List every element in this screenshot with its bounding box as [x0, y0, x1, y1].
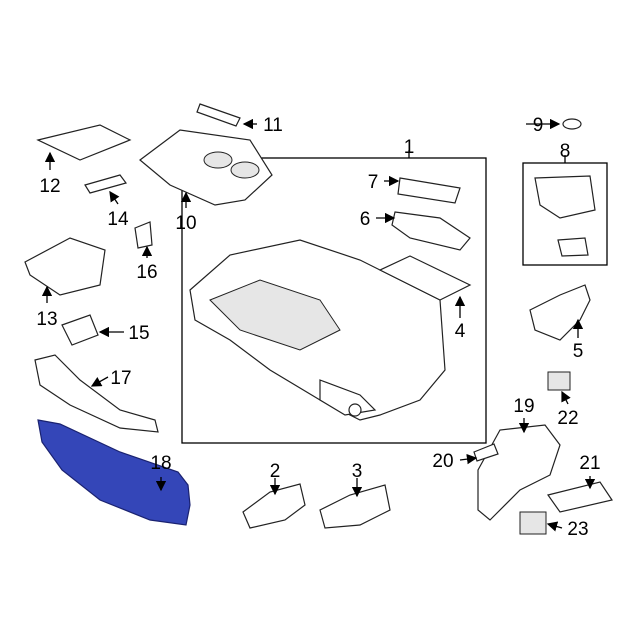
- part-8-cupholder[interactable]: [534, 175, 596, 219]
- callout-1: 1: [404, 137, 415, 158]
- part-9-ring[interactable]: [562, 118, 582, 130]
- part-22-switch[interactable]: [547, 371, 571, 391]
- part-2-bracket[interactable]: [242, 483, 306, 529]
- callout-2: 2: [270, 461, 281, 482]
- callout-7: 7: [368, 172, 379, 193]
- part-5-bracket[interactable]: [529, 284, 591, 341]
- callout-11: 11: [263, 115, 283, 136]
- part-12-lid[interactable]: [36, 124, 132, 161]
- callout-20: 20: [432, 451, 453, 472]
- callout-12: 12: [39, 176, 60, 197]
- callout-15: 15: [128, 323, 149, 344]
- callout-18: 18: [150, 453, 171, 474]
- part-14-trim[interactable]: [84, 174, 128, 194]
- callout-19: 19: [513, 396, 534, 417]
- part-23-switch[interactable]: [519, 511, 547, 535]
- callout-4: 4: [455, 321, 466, 342]
- part-11-strip[interactable]: [196, 103, 241, 127]
- callout-6: 6: [360, 209, 371, 230]
- part-10-top-panel[interactable]: [139, 129, 273, 206]
- part-16-clip[interactable]: [134, 221, 153, 249]
- assembly-box-1: [181, 157, 487, 444]
- callout-23: 23: [567, 519, 588, 540]
- callout-8: 8: [560, 141, 571, 162]
- part-6-tray[interactable]: [391, 211, 471, 251]
- part-7-mat[interactable]: [397, 177, 461, 204]
- console-frame-part[interactable]: [189, 239, 446, 421]
- part-19-housing[interactable]: [477, 424, 561, 521]
- part-4-mat[interactable]: [378, 255, 472, 301]
- callout-9: 9: [533, 115, 544, 136]
- callout-10: 10: [175, 213, 196, 234]
- part-17-trim[interactable]: [34, 354, 159, 433]
- callout-17: 17: [110, 368, 131, 389]
- part-13-bin[interactable]: [24, 237, 106, 296]
- callout-21: 21: [579, 453, 600, 474]
- callout-13: 13: [36, 309, 57, 330]
- part-18-side-panel-highlighted[interactable]: [37, 419, 191, 526]
- callout-22: 22: [557, 408, 578, 429]
- callout-16: 16: [136, 262, 157, 283]
- callout-5: 5: [573, 341, 584, 362]
- part-15-bracket[interactable]: [61, 314, 99, 346]
- callout-3: 3: [352, 461, 363, 482]
- part-21-trim[interactable]: [547, 481, 613, 513]
- part-3-bracket[interactable]: [319, 484, 391, 529]
- callout-14: 14: [107, 209, 129, 230]
